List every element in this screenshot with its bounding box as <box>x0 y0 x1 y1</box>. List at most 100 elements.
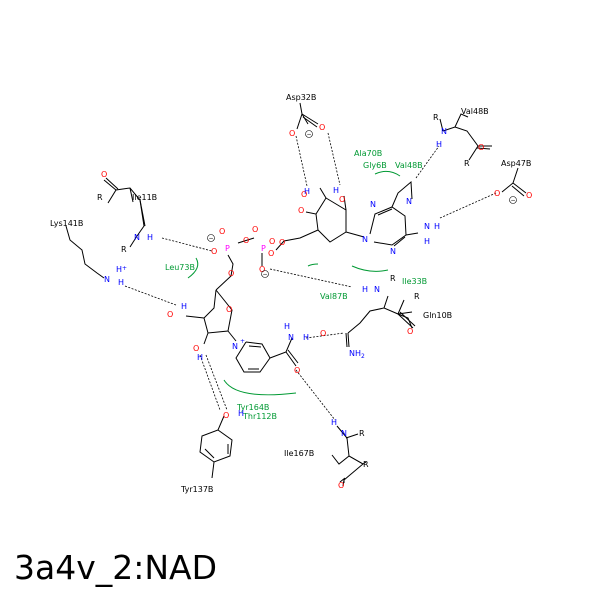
hydrophobic-arc <box>374 170 401 177</box>
residue-gly6: Gly6B <box>363 161 387 170</box>
atom-o: O <box>289 129 295 138</box>
atom-o: O <box>211 247 217 256</box>
bond <box>397 299 405 315</box>
bond <box>369 206 407 246</box>
bond <box>391 180 413 208</box>
residue-val48-arc: Val48B <box>395 161 423 170</box>
charge-circle <box>305 130 313 138</box>
bond <box>296 113 303 130</box>
atom-n: N <box>104 275 110 284</box>
atom-o: O <box>338 481 344 490</box>
bond <box>345 231 365 238</box>
bond <box>227 330 237 342</box>
atom-n: N <box>390 247 396 256</box>
atom-o: O <box>319 123 325 132</box>
bond <box>248 345 262 370</box>
atom-p: P <box>261 244 266 253</box>
atom-h: H <box>362 285 368 294</box>
atom-h: H <box>238 409 244 418</box>
atom-r: R <box>363 460 369 469</box>
bond <box>235 341 271 373</box>
atom-o: O <box>320 329 326 338</box>
bond <box>301 113 319 128</box>
charge-minus: − <box>511 197 516 204</box>
atom-o: O <box>259 265 265 274</box>
atom-o: O <box>407 327 413 336</box>
charge-circle <box>207 234 215 242</box>
bond <box>454 113 469 128</box>
phosphorus-atoms: P P <box>225 244 266 253</box>
bond <box>215 254 234 291</box>
bond <box>397 311 416 329</box>
bond <box>103 177 119 191</box>
atom-n: N <box>362 235 368 244</box>
atom-r: R <box>433 113 439 122</box>
atom-o: O <box>228 269 234 278</box>
atom-n: N <box>370 200 376 209</box>
atom-h: H <box>116 265 122 274</box>
charge-minus: − <box>263 271 268 278</box>
bond <box>204 444 229 459</box>
bond <box>345 433 359 439</box>
atom-o: O <box>101 170 107 179</box>
bond <box>331 454 364 465</box>
bond <box>275 229 319 251</box>
atom-n: N <box>134 233 140 242</box>
bond <box>139 199 146 227</box>
atom-o: O <box>279 238 285 247</box>
bond <box>65 225 105 279</box>
atom-h: H <box>147 233 153 242</box>
residue-val87: Val87B <box>320 292 348 301</box>
atom-o: O <box>268 249 274 258</box>
bond <box>315 197 347 243</box>
atom-o: O <box>223 411 229 420</box>
atom-o: O <box>243 236 249 245</box>
atom-h: H <box>304 187 310 196</box>
bond <box>107 187 145 237</box>
residue-asp47: Asp47B <box>501 159 531 168</box>
atom-o: O <box>252 225 258 234</box>
bond <box>339 461 367 483</box>
residue-tyr137: Tyr137B <box>180 485 213 494</box>
nitrogen-atoms: N H N N N N N H H N H N H H H N N H N H … <box>104 127 447 438</box>
bond <box>439 118 444 132</box>
atom-r: R <box>359 429 365 438</box>
residue-labels: Asp32B Val48B Asp47B Ile11B Lys141B Gln1… <box>50 93 531 494</box>
hbond <box>305 332 345 339</box>
bond <box>343 195 347 211</box>
atom-r: R <box>414 292 420 301</box>
atom-n: N <box>374 285 380 294</box>
atom-o: O <box>301 190 307 199</box>
hbond <box>327 132 341 186</box>
hydrophobic-arc <box>223 379 297 396</box>
atom-h: H <box>436 140 442 149</box>
hbond <box>205 354 228 411</box>
residue-asp32: Asp32B <box>286 93 316 102</box>
hbond <box>199 354 221 411</box>
residue-lys141: Lys141B <box>50 219 83 228</box>
atom-r: R <box>390 274 396 283</box>
atom-h: H <box>303 333 309 342</box>
hbond <box>439 192 497 219</box>
hydrophobic-arc <box>187 257 199 279</box>
atom-nh2: NH2 <box>349 349 365 360</box>
atom-n: N <box>441 127 447 136</box>
atom-n: N <box>406 197 412 206</box>
hbond-layer <box>124 132 497 421</box>
residue-ala70: Ala70B <box>354 149 382 158</box>
atom-o: O <box>167 310 173 319</box>
atom-o: O <box>219 227 225 236</box>
atom-n: N <box>232 342 238 351</box>
atom-p: P <box>225 244 230 253</box>
charge-circle <box>261 270 269 278</box>
charges: − − − − + + <box>122 130 517 345</box>
bond <box>129 187 134 203</box>
diagram-caption: 3a4v_2:NAD <box>14 548 218 587</box>
atom-r: R <box>97 193 103 202</box>
atom-o: O <box>269 237 275 246</box>
residue-tyr164: Tyr164B <box>236 403 269 412</box>
hydrophobic-arc <box>351 265 389 272</box>
hbond <box>415 145 440 179</box>
atom-h: H <box>333 186 339 195</box>
